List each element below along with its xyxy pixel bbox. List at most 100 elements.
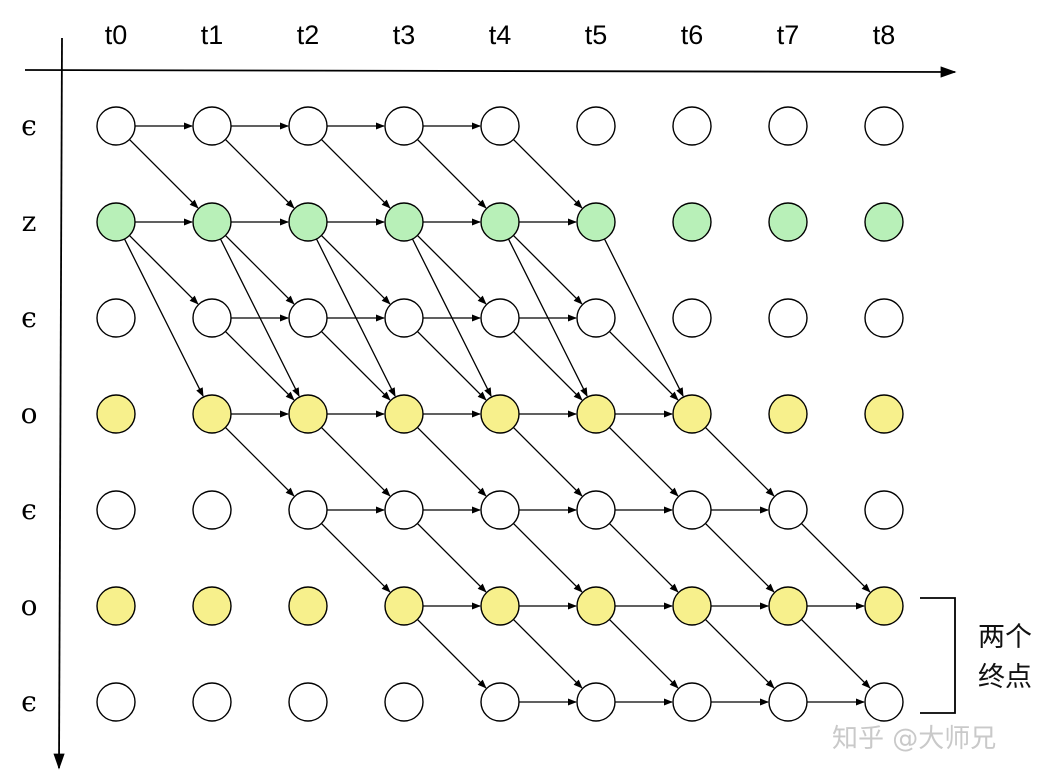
- node-r2-t7: [768, 298, 808, 338]
- node-r6-t4: [480, 682, 520, 722]
- node-r3-t7: [768, 394, 808, 434]
- edge-2-4-to-3-5: [512, 330, 583, 401]
- node-r3-t8: [864, 394, 904, 434]
- edge-1-5-to-3-6: [603, 238, 684, 397]
- node-r2-t4: [480, 298, 520, 338]
- edges-layer: [123, 122, 871, 706]
- row-label-6: ϵ: [21, 685, 37, 718]
- node-r5-t7: [768, 586, 808, 626]
- edge-3-1-to-4-2: [224, 426, 295, 497]
- node-r5-t2: [288, 586, 328, 626]
- node-r2-t0: [96, 298, 136, 338]
- node-r5-t4: [480, 586, 520, 626]
- node-r5-t3: [384, 586, 424, 626]
- edge-4-2-to-5-3: [320, 522, 391, 593]
- node-r4-t0: [96, 490, 136, 530]
- node-r3-t5: [576, 394, 616, 434]
- row-label-0: ϵ: [21, 109, 37, 142]
- node-r4-t1: [192, 490, 232, 530]
- edge-0-3-to-1-4: [416, 138, 487, 209]
- node-r0-t3: [384, 106, 424, 146]
- node-r6-t6: [672, 682, 712, 722]
- node-r6-t3: [384, 682, 424, 722]
- node-r3-t4: [480, 394, 520, 434]
- edge-5-5-to-6-6: [608, 618, 679, 689]
- nodes-layer: [96, 106, 904, 722]
- edge-1-2-to-2-3: [320, 234, 391, 305]
- node-r1-t3: [384, 202, 424, 242]
- node-r1-t4: [480, 202, 520, 242]
- node-r4-t7: [768, 490, 808, 530]
- node-r4-t6: [672, 490, 712, 530]
- node-r5-t0: [96, 586, 136, 626]
- edge-3-6-to-4-7: [704, 426, 775, 497]
- node-r6-t0: [96, 682, 136, 722]
- node-r2-t6: [672, 298, 712, 338]
- node-r5-t8: [864, 586, 904, 626]
- edge-2-1-to-3-2: [224, 330, 295, 401]
- column-label-t4: t4: [489, 20, 512, 50]
- node-r5-t5: [576, 586, 616, 626]
- node-r4-t3: [384, 490, 424, 530]
- node-r5-t1: [192, 586, 232, 626]
- edge-4-3-to-5-4: [416, 522, 487, 593]
- node-r3-t0: [96, 394, 136, 434]
- row-label-2: ϵ: [21, 301, 37, 334]
- side-note-line2: 终点: [978, 662, 1032, 693]
- row-label-4: ϵ: [21, 493, 37, 526]
- node-r2-t1: [192, 298, 232, 338]
- edge-4-5-to-5-6: [608, 522, 679, 593]
- row-label-5: o: [21, 589, 38, 622]
- edge-4-4-to-5-5: [512, 522, 583, 593]
- node-r0-t4: [480, 106, 520, 146]
- node-r5-t6: [672, 586, 712, 626]
- edge-0-2-to-1-3: [320, 138, 391, 209]
- node-r6-t2: [288, 682, 328, 722]
- x-axis: [24, 66, 957, 78]
- node-r0-t5: [576, 106, 616, 146]
- edge-5-7-to-6-8: [800, 618, 871, 689]
- edge-5-6-to-6-7: [704, 618, 775, 689]
- node-r6-t8: [864, 682, 904, 722]
- node-r4-t8: [864, 490, 904, 530]
- edge-4-6-to-5-7: [704, 522, 775, 593]
- node-r2-t5: [576, 298, 616, 338]
- edge-3-2-to-4-3: [320, 426, 391, 497]
- node-r0-t7: [768, 106, 808, 146]
- y-axis: [53, 37, 65, 770]
- row-label-1: z: [22, 205, 37, 238]
- column-label-t7: t7: [777, 20, 800, 50]
- column-label-t6: t6: [681, 20, 704, 50]
- node-r1-t0: [96, 202, 136, 242]
- two-endpoints-note: 两个 终点: [978, 618, 1032, 698]
- column-label-t0: t0: [105, 20, 128, 50]
- column-label-t2: t2: [297, 20, 320, 50]
- node-r2-t3: [384, 298, 424, 338]
- node-r3-t1: [192, 394, 232, 434]
- node-r0-t1: [192, 106, 232, 146]
- node-r6-t5: [576, 682, 616, 722]
- node-r2-t2: [288, 298, 328, 338]
- end-bracket: [920, 597, 956, 714]
- node-r4-t2: [288, 490, 328, 530]
- row-label-3: o: [21, 397, 38, 430]
- edge-2-3-to-3-4: [416, 330, 487, 401]
- node-r0-t0: [96, 106, 136, 146]
- column-label-t3: t3: [393, 20, 416, 50]
- node-r1-t5: [576, 202, 616, 242]
- node-r6-t7: [768, 682, 808, 722]
- edge-1-3-to-2-4: [416, 234, 487, 305]
- node-r4-t4: [480, 490, 520, 530]
- edge-3-4-to-4-5: [512, 426, 583, 497]
- edge-0-0-to-1-1: [128, 138, 199, 209]
- node-r0-t6: [672, 106, 712, 146]
- node-r1-t2: [288, 202, 328, 242]
- side-note-line1: 两个: [978, 622, 1032, 653]
- edge-4-7-to-5-8: [800, 522, 871, 593]
- column-label-t8: t8: [873, 20, 896, 50]
- edge-1-0-to-2-1: [128, 234, 199, 305]
- node-r0-t8: [864, 106, 904, 146]
- edge-1-1-to-2-2: [224, 234, 295, 305]
